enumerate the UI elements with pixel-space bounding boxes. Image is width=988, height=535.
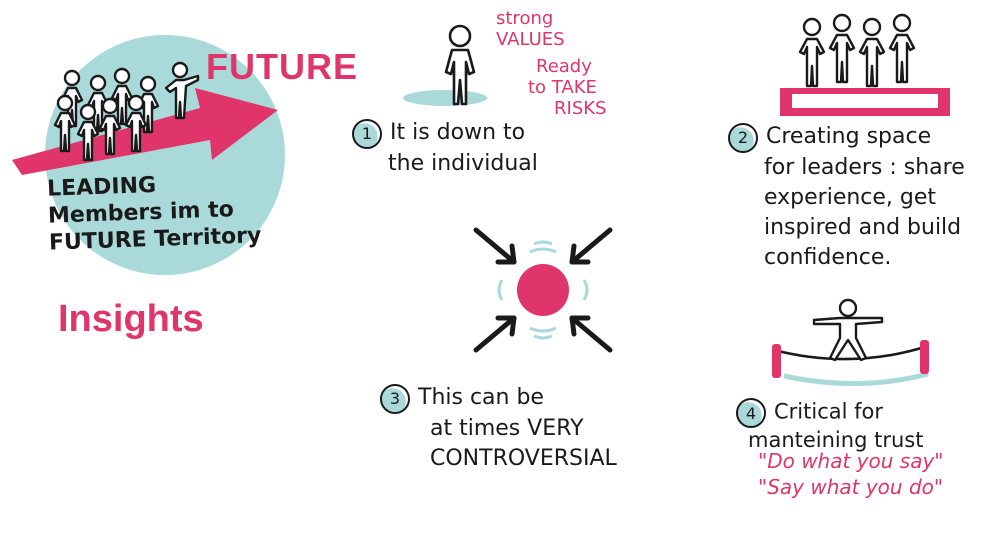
tag-line: Ready bbox=[536, 56, 592, 77]
number-badge: 2 bbox=[728, 123, 758, 153]
insight-line: Critical for bbox=[774, 399, 883, 424]
insight-line: the individual bbox=[388, 151, 538, 176]
tightrope-walker-icon bbox=[772, 298, 929, 387]
insight-line: CONTROVERSIAL bbox=[430, 446, 617, 471]
trust-quotes: "Do what you say" "Say what you do" bbox=[758, 448, 944, 500]
insight-line: confidence. bbox=[764, 245, 892, 270]
insight-line: at times VERY bbox=[430, 416, 584, 441]
insight-line: experience, get bbox=[764, 185, 937, 210]
teal-circle bbox=[45, 35, 285, 275]
tag-line: VALUES bbox=[496, 29, 565, 50]
individual-person-icon bbox=[403, 24, 487, 106]
insight-line: inspired and build bbox=[764, 215, 962, 240]
insight-line: It is down to bbox=[390, 120, 526, 145]
crowd-icon bbox=[53, 61, 200, 162]
badge-title: LEADING Members im to FUTURE Territory bbox=[47, 168, 262, 256]
quote-line: "Do what you say" bbox=[758, 449, 944, 473]
tag-line: to TAKE bbox=[528, 77, 597, 98]
insight-1: 1 It is down to the individual bbox=[352, 118, 538, 179]
number-badge: 3 bbox=[380, 384, 410, 414]
insight-2: 2 Creating space for leaders : share expe… bbox=[728, 122, 965, 273]
insight-3: 3 This can be at times VERY CONTROVERSIAL bbox=[380, 383, 617, 474]
values-tags: strong VALUES Ready to TAKE RISKS bbox=[496, 8, 606, 119]
quote-line: "Say what you do" bbox=[758, 475, 944, 499]
leaders-group-icon bbox=[780, 13, 950, 116]
number-badge: 1 bbox=[352, 119, 382, 149]
insight-4: 4 Critical for manteining trust bbox=[736, 398, 923, 453]
section-heading: Insights bbox=[58, 298, 204, 340]
tag-line: RISKS bbox=[554, 98, 607, 119]
tag-line: strong bbox=[496, 8, 554, 29]
insight-line: Creating space bbox=[766, 124, 932, 149]
insight-line: manteining trust bbox=[748, 428, 924, 452]
number-badge: 4 bbox=[736, 398, 766, 428]
insight-line: This can be bbox=[418, 385, 544, 410]
pressure-dot-icon bbox=[473, 227, 613, 353]
insight-line: for leaders : share bbox=[764, 155, 965, 180]
future-word: FUTURE bbox=[206, 46, 358, 87]
future-badge-illustration bbox=[12, 35, 285, 275]
